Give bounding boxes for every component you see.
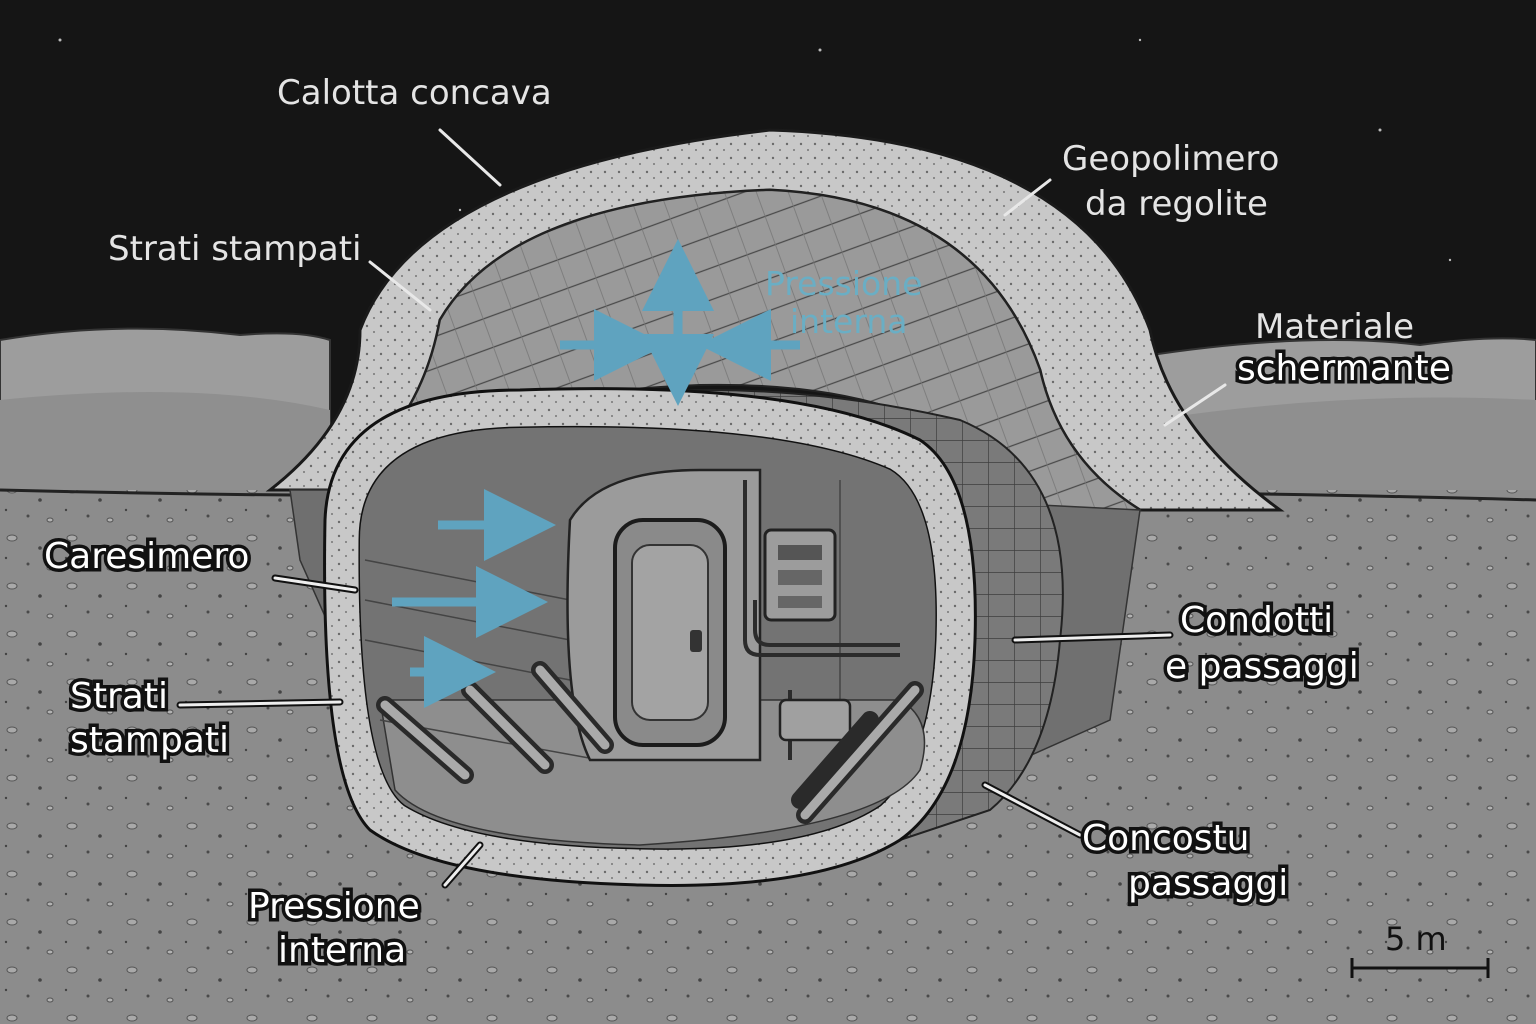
leader-lines (176, 128, 1227, 889)
label-geopolimero-1: Geopolimero (1062, 139, 1279, 179)
hatch-door-icon (613, 518, 727, 747)
control-panel-icon (763, 528, 837, 622)
label-materiale-2: schermante (1237, 348, 1451, 389)
label-pressione-top-2: interna (790, 302, 907, 341)
label-geopolimero-2: da regolite (1085, 184, 1268, 224)
label-concostu-1: Concostu (1082, 818, 1249, 859)
label-caresimero: Caresimero (44, 536, 249, 577)
label-materiale-1: Materiale (1255, 307, 1414, 347)
label-calotta: Calotta concava (277, 73, 552, 113)
pressure-arrow-icon (392, 239, 800, 708)
stars (58, 38, 1452, 262)
label-pressione-bottom-2: interna (278, 930, 406, 971)
label-scale: 5 m (1385, 920, 1447, 958)
scale-bar (1350, 958, 1490, 978)
equipment-box (778, 698, 852, 742)
label-condotti-2: e passaggi (1165, 646, 1359, 687)
label-concostu-2: passaggi (1128, 863, 1288, 904)
label-condotti-1: Condotti (1180, 600, 1333, 641)
label-strati-top: Strati stampati (108, 229, 362, 269)
label-pressione-top-1: Pressione (765, 264, 922, 303)
label-strati-left-2: stampati (70, 720, 229, 761)
label-strati-left-1: Strati (70, 676, 168, 717)
label-pressione-bottom-1: Pressione (248, 886, 420, 927)
